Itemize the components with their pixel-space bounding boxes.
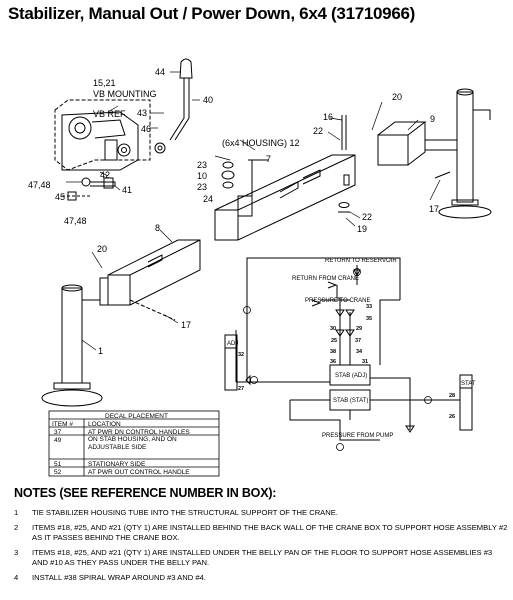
label-stab-adj: STAB (ADJ) [335, 373, 367, 379]
callout-40: 40 [203, 95, 213, 105]
decal-row-location: ON STAB HOUSING, AND ON ADJUSTABLE SIDE [88, 436, 177, 451]
stabilizer-housing-left [99, 239, 201, 306]
note-number: 4 [14, 573, 19, 582]
note-text: ITEMS #18, #25, AND #21 (QTY 1) ARE INST… [32, 523, 508, 542]
label-stab-stat: STAB (STAT) [333, 398, 368, 404]
note-text: TIE STABILIZER HOUSING TUBE INTO THE STR… [32, 508, 338, 517]
decal-row-location: AT PWR OUT CONTROL HANDLE [88, 469, 190, 476]
decal-row-item: 37 [54, 429, 62, 436]
callout-20-a: 20 [392, 92, 402, 102]
callout-vb-ref: VB REF [93, 109, 126, 119]
notes-list: 1 TIE STABILIZER HOUSING TUBE INTO THE S… [14, 508, 509, 588]
stabilizer-jack-right [377, 88, 492, 219]
hydraulic-schematic [224, 257, 473, 441]
label-adj-cylinder: ADJ [227, 341, 238, 347]
callout-8: 8 [155, 223, 160, 233]
note-text: ITEMS #18, #25, AND #21 (QTY 1) ARE INST… [32, 548, 493, 567]
circle-32: 32 [238, 352, 244, 358]
circle-25: 25 [331, 338, 337, 344]
circle-33: 33 [366, 304, 372, 310]
circle-34: 34 [356, 349, 363, 355]
decal-row-location: STATIONARY SIDE [88, 461, 146, 468]
callout-22-b: 22 [362, 212, 372, 222]
callout-41: 41 [122, 185, 132, 195]
control-handle [154, 58, 193, 154]
page-title: Stabilizer, Manual Out / Power Down, 6x4… [8, 4, 416, 23]
note-item: 3 ITEMS #18, #25, AND #21 (QTY 1) ARE IN… [14, 548, 509, 568]
decal-table-title: DECAL PLACEMENT [105, 413, 168, 420]
callout-17-b: 17 [181, 320, 191, 330]
vb-mounting-bracket [54, 99, 151, 171]
callout-15-21: 15,21 [93, 78, 116, 88]
schematic-circles [243, 268, 432, 451]
stabilizer-housing [214, 154, 356, 241]
note-item: 2 ITEMS #18, #25, AND #21 (QTY 1) ARE IN… [14, 523, 509, 543]
stabilizer-jack-left [41, 284, 103, 407]
circle-36: 36 [330, 359, 336, 365]
circle-37: 37 [355, 338, 361, 344]
decal-table [48, 410, 220, 477]
callout-47-48-a: 47,48 [28, 180, 51, 190]
circle-30: 30 [330, 326, 336, 332]
callout-43: 43 [137, 108, 147, 118]
circle-31: 31 [362, 359, 368, 365]
label-pressure-from-pump: PRESSURE FROM PUMP [322, 433, 393, 439]
note-text: INSTALL #38 SPIRAL WRAP AROUND #3 AND #4… [32, 573, 206, 582]
callout-10: 10 [197, 171, 207, 181]
callout-9: 9 [430, 114, 435, 124]
callout-16: 16 [323, 112, 333, 122]
note-number: 2 [14, 523, 19, 532]
decal-row-item: 49 [54, 437, 62, 444]
circle-28: 28 [449, 393, 455, 399]
callout-23-a: 23 [197, 160, 207, 170]
callout-47-48-b: 47,48 [64, 216, 87, 226]
note-item: 1 TIE STABILIZER HOUSING TUBE INTO THE S… [14, 508, 509, 518]
callout-19: 19 [357, 224, 367, 234]
label-return-from-crane: RETURN FROM CRANE [292, 276, 359, 282]
leader-lines [66, 71, 441, 351]
decal-header-item: ITEM # [52, 421, 73, 428]
callout-23-b: 23 [197, 182, 207, 192]
decal-row-item: 52 [54, 469, 62, 476]
callout-42: 42 [100, 170, 110, 180]
callout-20-b: 20 [97, 244, 107, 254]
callout-7: 7 [266, 154, 271, 164]
callout-24: 24 [203, 194, 213, 204]
pin-assembly [338, 115, 350, 213]
note-item: 4 INSTALL #38 SPIRAL WRAP AROUND #3 AND … [14, 573, 509, 583]
label-return-to-reservoir: RETURN TO RESERVOIR [325, 258, 397, 264]
circle-27: 27 [238, 386, 244, 392]
fastener-bolts [62, 177, 116, 201]
note-number: 1 [14, 508, 19, 517]
circle-26: 26 [449, 414, 455, 420]
lock-pin [221, 159, 268, 196]
callout-44: 44 [155, 67, 165, 77]
circle-29: 29 [356, 326, 362, 332]
decal-header-location: LOCATION [88, 421, 121, 428]
callout-vb-mounting: VB MOUNTING [93, 89, 157, 99]
note-number: 3 [14, 548, 19, 557]
callout-1: 1 [98, 346, 103, 356]
circle-38: 38 [330, 349, 336, 355]
callout-46: 46 [141, 124, 151, 134]
label-pressure-to-crane: PRESSURE TO CRANE [305, 298, 370, 304]
notes-heading: NOTES (SEE REFERENCE NUMBER IN BOX): [14, 486, 277, 500]
callout-45: 45 [55, 192, 65, 202]
callout-22-a: 22 [313, 126, 323, 136]
decal-row-location: AT PWR DN CONTROL HANDLES [88, 429, 190, 436]
label-stat-cylinder: STAT [461, 381, 476, 387]
callout-17-a: 17 [429, 204, 439, 214]
circle-35: 35 [366, 316, 372, 322]
callout-housing-12: (6x4 HOUSING) 12 [222, 138, 300, 148]
decal-row-item: 51 [54, 461, 62, 468]
